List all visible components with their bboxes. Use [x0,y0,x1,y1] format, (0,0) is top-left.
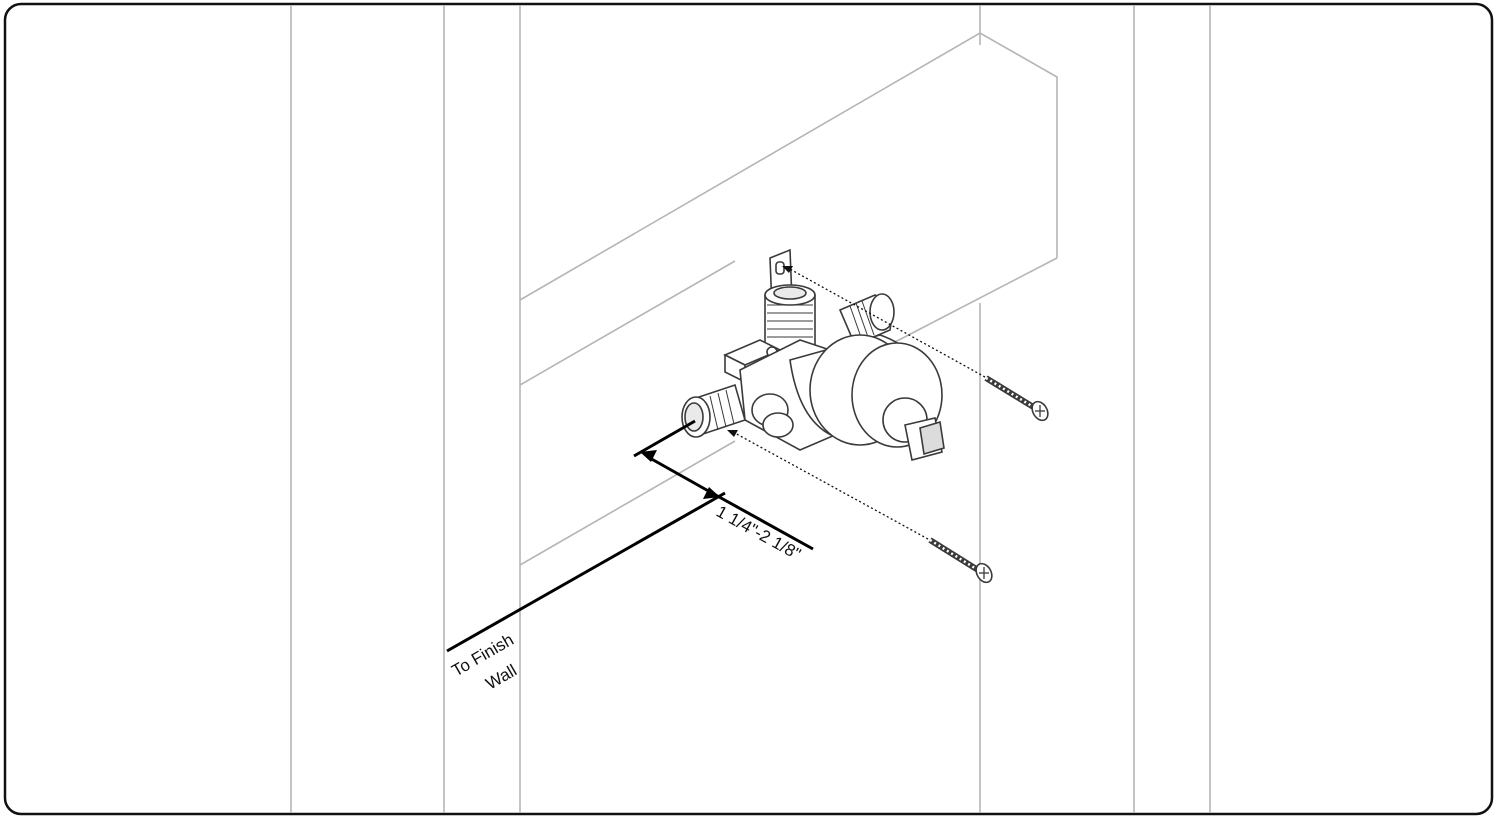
mounting-screw-bottom [928,537,993,584]
screw-alignment-arrows [732,267,986,540]
dimension-arrow-line [647,455,713,495]
finish-wall-line [446,491,726,653]
wall-framing [290,5,1211,813]
dimension-arrowheads [640,450,720,499]
valve-face-extension-line [633,419,696,458]
dimension-lines [446,419,814,653]
mounting-screw-top [984,375,1049,422]
mixing-valve [681,248,945,461]
arrowheads [727,266,793,437]
dimension-extension-line [711,491,814,551]
